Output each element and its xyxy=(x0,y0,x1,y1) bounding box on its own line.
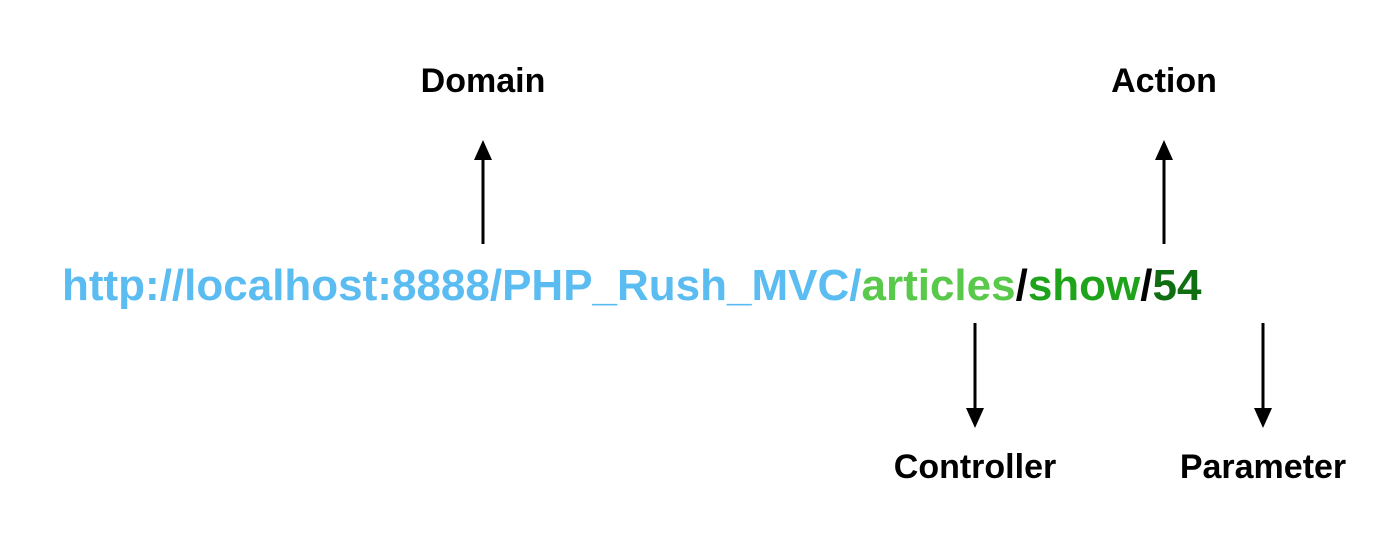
url-action-segment: show xyxy=(1027,261,1141,310)
domain-label: Domain xyxy=(420,62,546,100)
arrow-up-to-action xyxy=(1155,140,1173,244)
url-controller-segment: articles xyxy=(861,261,1016,310)
action-label: Action xyxy=(1111,62,1217,100)
arrow-up-to-domain xyxy=(474,140,492,244)
url-parameter-segment: 54 xyxy=(1152,261,1202,310)
url-separator: / xyxy=(1015,261,1028,310)
url-separator: / xyxy=(1140,261,1153,310)
parameter-label: Parameter xyxy=(1179,448,1347,486)
url-domain-segment: http://localhost:8888/PHP_Rush_MVC/ xyxy=(62,261,862,310)
arrow-down-to-controller xyxy=(966,323,984,428)
url-text: http://localhost:8888/PHP_Rush_MVC/artic… xyxy=(62,264,1201,308)
controller-label: Controller xyxy=(893,448,1057,486)
arrow-down-to-parameter xyxy=(1254,323,1272,428)
